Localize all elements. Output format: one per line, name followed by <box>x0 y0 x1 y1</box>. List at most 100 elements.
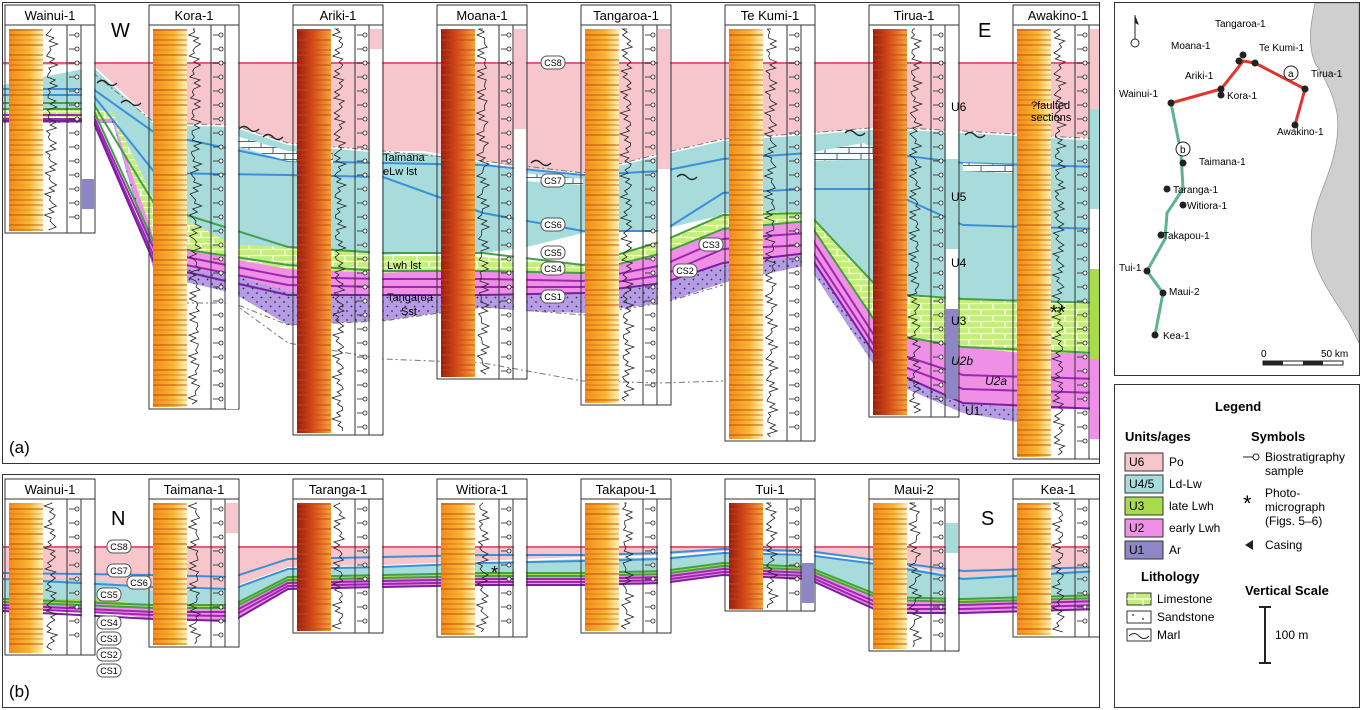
map-well-te-kumi-1: Te Kumi-1 <box>1251 43 1304 67</box>
unit-label-u2a: U2a <box>985 374 1007 388</box>
map-well-kea-1: Kea-1 <box>1151 331 1190 342</box>
well-wainui-1: Wainui-1 <box>4 4 96 234</box>
gamma-log-fill <box>1017 29 1051 457</box>
map-well-awakino-1: Awakino-1 <box>1277 121 1324 138</box>
gamma-log-fill <box>153 503 187 645</box>
unit-label-u5: U5 <box>951 190 967 204</box>
map-well-label: Awakino-1 <box>1277 127 1324 138</box>
biostrat-symbol <box>1243 453 1260 461</box>
map-well-tui-1: Tui-1 <box>1119 263 1151 275</box>
photo-text-3: (Figs. 5–6) <box>1265 514 1322 528</box>
biostrat-text-2: sample <box>1265 464 1304 478</box>
symbols-title: Symbols <box>1251 429 1305 444</box>
scale-start: 0 <box>1261 349 1267 360</box>
map-well-takapou-1: Takapou-1 <box>1157 231 1210 242</box>
photo-text-1: Photo- <box>1265 486 1300 500</box>
well-name: Tui-1 <box>755 482 784 497</box>
faulted-label-1: ?faulted <box>1031 100 1070 112</box>
cs-label-cs8: CS8 <box>540 55 566 70</box>
gamma-log-fill <box>441 503 475 635</box>
legend-unit-age: Ld-Lw <box>1169 477 1202 491</box>
well-name: Moana-1 <box>456 8 507 23</box>
photo-star-symbol: * <box>1243 491 1252 516</box>
log-curve <box>907 502 923 648</box>
well-name: Witiora-1 <box>456 482 508 497</box>
cs-label-cs4: CS4 <box>96 615 122 630</box>
unit-label-u6: U6 <box>951 100 967 114</box>
well-name: Te Kumi-1 <box>741 8 800 23</box>
cs-label-cs2: CS2 <box>672 263 698 278</box>
well-name: Ariki-1 <box>320 8 357 23</box>
well-tirua-1: Tirua-1 <box>868 4 960 418</box>
map-well-label: Tangaroa-1 <box>1215 19 1266 30</box>
log-curve <box>763 28 779 438</box>
well-name: Taimana-1 <box>164 482 225 497</box>
well-te-kumi-1: Te Kumi-1 <box>724 4 816 442</box>
map-scale-bar: 0 50 km <box>1261 349 1348 366</box>
log-curve <box>475 502 491 633</box>
unit-u2-polygon <box>3 117 1099 409</box>
well-taranga-1: Taranga-1 <box>292 478 384 634</box>
legend-unit-code: U4/5 <box>1129 477 1155 491</box>
log-curve <box>475 28 491 375</box>
biostrat-text-1: Biostratigraphy <box>1265 450 1345 464</box>
route-a-letter: a <box>1288 69 1294 80</box>
gamma-log-fill <box>297 503 331 631</box>
map-well-label: Takapou-1 <box>1163 231 1210 242</box>
vertical-scale-bar <box>1259 606 1271 664</box>
north-label: N <box>111 508 125 530</box>
map-well-kora-1: Kora-1 <box>1217 91 1257 102</box>
cs-label-cs5: CS5 <box>540 245 566 260</box>
well-takapou-1: Takapou-1 <box>580 478 672 634</box>
cs-label-cs1: CS1 <box>540 289 566 304</box>
map-well-label: Taranga-1 <box>1173 185 1218 196</box>
limestone-text: Limestone <box>1157 592 1213 606</box>
marl-symbols <box>96 79 986 181</box>
well-maui-2: Maui-2 <box>868 478 960 652</box>
unit-u6-polygon-b <box>3 547 1099 591</box>
well-name: Tirua-1 <box>894 8 935 23</box>
cs-label-text: CS8 <box>544 58 562 68</box>
map-well-label: Taimana-1 <box>1199 157 1246 168</box>
photo-text-2: micrograph <box>1265 500 1325 514</box>
taimana-label: Taimana <box>383 152 425 164</box>
unit-u3-polygon <box>3 109 1099 353</box>
cs-label-cs6: CS6 <box>126 575 152 590</box>
panel-a-label: (a) <box>9 438 30 457</box>
legend-unit-code: U6 <box>1129 455 1145 469</box>
log-curve <box>1050 28 1068 456</box>
vscale-title: Vertical Scale <box>1245 583 1329 598</box>
units-title: Units/ages <box>1125 429 1191 444</box>
gamma-log-fill <box>585 503 619 631</box>
lwh-lst-label: Lwh lst <box>387 260 421 272</box>
log-curve <box>42 502 59 651</box>
map-well-label: Witiora-1 <box>1187 201 1227 212</box>
log-curve <box>330 28 348 432</box>
well-name: Takapou-1 <box>596 482 657 497</box>
log-curve <box>187 502 202 645</box>
well-tangaroa-1: Tangaroa-1 <box>580 4 672 406</box>
map-well-label: Ariki-1 <box>1185 71 1214 82</box>
gamma-log-fill <box>297 29 331 433</box>
tangaroa-sst-label-1: Tangaroa <box>387 292 434 304</box>
cs-label-text: CS1 <box>100 666 118 676</box>
gamma-log-fill <box>873 29 907 415</box>
photomicrograph-star-a: ** <box>1050 302 1066 324</box>
route-b-line <box>1145 102 1185 336</box>
cs-label-cs4: CS4 <box>540 261 566 276</box>
gamma-log-fill <box>1017 503 1051 635</box>
map-well-label: Kora-1 <box>1227 91 1257 102</box>
well-taimana-1: Taimana-1 <box>148 478 240 648</box>
gamma-log-fill <box>729 29 763 439</box>
casing-symbol <box>1245 540 1253 550</box>
